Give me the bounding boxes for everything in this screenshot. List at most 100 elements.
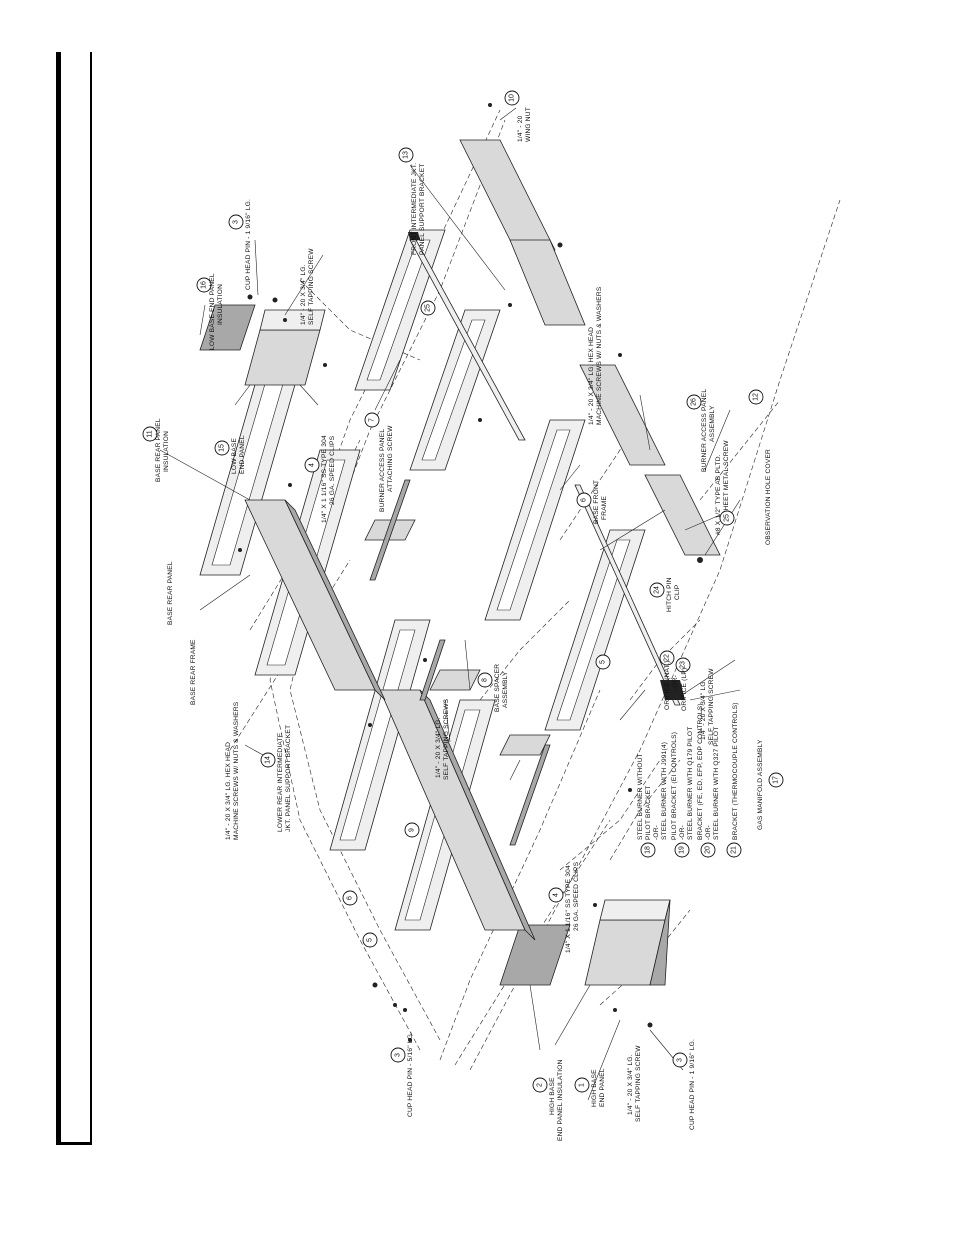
svg-text:1/4" - 20 X 3/4" LG. HEX HEAD: 1/4" - 20 X 3/4" LG. HEX HEAD	[225, 742, 232, 840]
svg-text:-OR-: -OR-	[705, 825, 712, 840]
high-base-end-panel-insulation	[499, 924, 571, 986]
label-1: 1 HIGH BASE END PANEL	[574, 1068, 606, 1107]
label-self-tapping-center: 1/4" - 20 X 3/4" LG. SELF TAPPING SCREWS	[435, 698, 450, 780]
svg-text:3: 3	[395, 1053, 402, 1057]
svg-text:STEEL BURNER WITH Q327 PILOT: STEEL BURNER WITH Q327 PILOT	[713, 727, 720, 840]
label-7: 7 BURNER ACCESS PANEL ATTACHING SCREW	[364, 412, 394, 512]
label-14: 14 LOWER REAR INTERMEDIATE JKT. PANEL SU…	[260, 725, 292, 832]
label-25-bottom: 25	[719, 510, 735, 526]
svg-text:GAS MANIFOLD ASSEMBLY: GAS MANIFOLD ASSEMBLY	[757, 739, 764, 830]
svg-text:SHEET METAL SCREW: SHEET METAL SCREW	[723, 440, 730, 515]
svg-text:-OR-: -OR-	[672, 675, 679, 690]
svg-text:19: 19	[679, 846, 686, 854]
svg-text:FRONT INTERMEDIATE JKT.: FRONT INTERMEDIATE JKT.	[411, 163, 418, 255]
label-2: 2 HIGH BASE END PANEL INSULATION	[532, 1059, 564, 1141]
svg-text:WING NUT: WING NUT	[525, 107, 532, 142]
svg-text:BASE REAR PANEL: BASE REAR PANEL	[167, 561, 174, 625]
svg-text:STEEL BURNER WITHOUT: STEEL BURNER WITHOUT	[637, 753, 644, 840]
svg-text:OBSERVATION HOLE COVER: OBSERVATION HOLE COVER	[765, 449, 772, 545]
label-6-left: 6	[342, 890, 358, 906]
svg-text:21: 21	[731, 846, 738, 854]
svg-text:20: 20	[705, 846, 712, 854]
svg-text:END PANEL INSULATION: END PANEL INSULATION	[557, 1059, 564, 1141]
svg-text:1/4" - 20 X 3/4" LG.: 1/4" - 20 X 3/4" LG.	[435, 717, 442, 778]
label-machine-screws-left: 1/4" - 20 X 3/4" LG. HEX HEAD MACHINE SC…	[225, 701, 240, 840]
label-self-tapping-top: 1/4" - 20 X 3/4" LG. SELF TAPPING SCREW	[300, 248, 315, 325]
svg-text:ORIFICE (NAT.): ORIFICE (NAT.)	[664, 660, 671, 710]
svg-text:5: 5	[367, 938, 374, 942]
svg-text:15: 15	[219, 444, 226, 452]
svg-text:26 GA. SPEED CLIPS: 26 GA. SPEED CLIPS	[573, 861, 580, 931]
svg-text:1/4" X 1 1/16" SS TYPE 304: 1/4" X 1 1/16" SS TYPE 304	[565, 865, 572, 953]
label-16: 16 LOW BASE END PANEL INSULATION	[196, 273, 224, 350]
svg-text:1: 1	[579, 1083, 586, 1087]
callout-labels: 10 1/4" - 20 WING NUT 1 3 FRONT INTERMEDI…	[142, 90, 784, 1141]
label-20: 20 BRACKET (FE, ED, EFP, EDP CONTROLS) -…	[697, 703, 720, 858]
svg-text:SELF TAPPING SCREW: SELF TAPPING SCREW	[635, 1045, 642, 1122]
svg-text:24: 24	[654, 586, 661, 594]
svg-text:ASSEMBLY: ASSEMBLY	[502, 671, 509, 708]
svg-text:CLIP: CLIP	[674, 584, 681, 600]
svg-text:1/4" - 20 X 3/4" LG.: 1/4" - 20 X 3/4" LG.	[700, 679, 707, 740]
label-6-front-frame: 6 BASE FRONT FRAME	[576, 480, 608, 524]
svg-text:-OR-: -OR-	[679, 825, 686, 840]
label-10: 10 1/4" - 20 WING NUT	[504, 90, 532, 142]
svg-text:16: 16	[201, 281, 208, 289]
label-23: 23 ORIFICE (LP)	[675, 657, 691, 711]
svg-text:BRACKET (FE, ED, EFP, EDP CONT: BRACKET (FE, ED, EFP, EDP CONTROLS)	[697, 703, 704, 840]
steel-burners	[369, 479, 551, 846]
label-machine-screws-top: 1/4" - 20 X 3/4" LG. HEX HEAD MACHINE SC…	[588, 286, 603, 425]
svg-text:22: 22	[664, 654, 671, 662]
svg-text:LOWER REAR INTERMEDIATE: LOWER REAR INTERMEDIATE	[277, 732, 284, 832]
label-24: 24 HITCH PIN CLIP	[649, 577, 681, 612]
svg-text:8: 8	[482, 678, 489, 682]
svg-text:PILOT BRACKET (EI CONTROLS): PILOT BRACKET (EI CONTROLS)	[671, 732, 678, 840]
svg-text:1/4" - 20 X 3/4" LG.: 1/4" - 20 X 3/4" LG.	[300, 264, 307, 325]
svg-text:PILOT BRACKET: PILOT BRACKET	[645, 785, 652, 840]
label-8: 8 BASE SPACER ASSEMBLY	[477, 664, 509, 712]
base-frame-left-low	[329, 619, 496, 931]
svg-text:BURNER ACCESS PANEL: BURNER ACCESS PANEL	[701, 389, 708, 472]
svg-text:1/4" - 20 X 3/4" LG. HEX HEAD: 1/4" - 20 X 3/4" LG. HEX HEAD	[588, 327, 595, 425]
svg-text:7: 7	[369, 418, 376, 422]
svg-text:1/4" - 20 X 3/4" LG.: 1/4" - 20 X 3/4" LG.	[627, 1054, 634, 1115]
label-9: 9	[404, 822, 420, 838]
svg-text:26: 26	[691, 398, 698, 406]
base-rear-panel-lower	[379, 689, 536, 941]
label-26: 26 BURNER ACCESS PANEL ASSEMBLY	[686, 389, 716, 472]
svg-text:LOW BASE END PANEL: LOW BASE END PANEL	[209, 273, 216, 350]
svg-text:ATTACHING SCREW: ATTACHING SCREW	[387, 425, 394, 492]
svg-text:MACHINE SCREWS W/ NUTS & WASHE: MACHINE SCREWS W/ NUTS & WASHERS	[233, 701, 240, 840]
svg-text:4: 4	[553, 893, 560, 897]
svg-text:HIGH BASE: HIGH BASE	[591, 1069, 598, 1107]
svg-text:3: 3	[233, 220, 240, 224]
svg-text:INSULATION: INSULATION	[163, 431, 170, 472]
label-4-top: 4 1/4" X 1 1/16" SS TYPE 304 26 GA. SPEE…	[304, 435, 336, 523]
label-19: 19 PILOT BRACKET (EI CONTROLS) -OR- STEE…	[671, 727, 694, 858]
svg-text:12: 12	[753, 393, 760, 401]
front-panels-upper-right	[459, 139, 586, 326]
svg-text:17: 17	[773, 776, 780, 784]
svg-text:23: 23	[680, 661, 687, 669]
svg-text:10: 10	[509, 94, 516, 102]
svg-text:ORIFICE (LP): ORIFICE (LP)	[681, 668, 688, 711]
label-22: 22 ORIFICE (NAT.) -OR-	[659, 650, 679, 710]
svg-text:BASE REAR FRAME: BASE REAR FRAME	[190, 639, 197, 705]
base-front-frame	[484, 419, 646, 731]
svg-text:3: 3	[677, 1058, 684, 1062]
label-base-rear-panel: BASE REAR PANEL	[167, 561, 174, 625]
label-3-bottom: 3 CUP HEAD PIN - 1 9/16" LG.	[672, 1039, 696, 1130]
svg-text:6: 6	[581, 498, 588, 502]
svg-text:HIGH BASE: HIGH BASE	[549, 1077, 556, 1115]
svg-text:MACHINE SCREWS W/ NUTS & WASHE: MACHINE SCREWS W/ NUTS & WASHERS	[596, 286, 603, 425]
svg-text:25: 25	[724, 514, 731, 522]
svg-text:END PANEL: END PANEL	[239, 435, 246, 474]
svg-text:SELF TAPPING SCREW: SELF TAPPING SCREW	[708, 668, 715, 745]
svg-text:11: 11	[147, 430, 154, 437]
svg-text:5: 5	[600, 660, 607, 664]
low-base-end-panel	[244, 309, 326, 386]
svg-text:2: 2	[537, 1083, 544, 1087]
base-rear-panel	[244, 499, 386, 701]
burner-access-frames	[354, 229, 501, 471]
label-5-left: 5	[362, 932, 378, 948]
